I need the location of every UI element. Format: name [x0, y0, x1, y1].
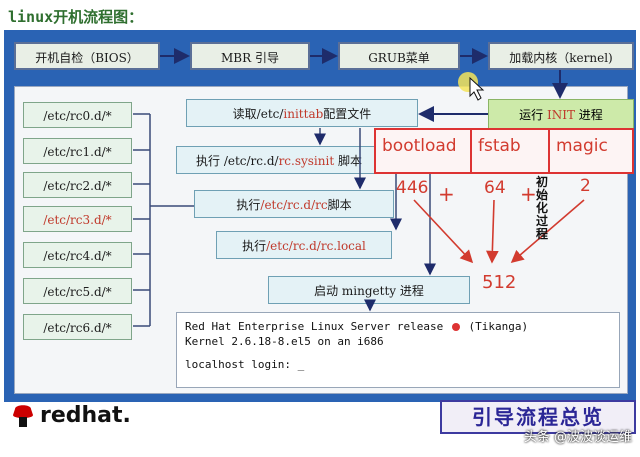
rc-dir-item: /etc/rc1.d/* — [23, 138, 132, 164]
step-text: 执行 /etc/rc.d/ — [196, 154, 279, 168]
number-64: 64 — [484, 178, 506, 198]
step-highlight: inittab — [283, 107, 324, 121]
table-cell: fstab — [472, 130, 550, 172]
redhat-logo: redhat. — [10, 400, 131, 430]
step-highlight: /etc/rc.d/rc.local — [266, 239, 366, 253]
shadowman-icon — [13, 405, 33, 427]
table-cell: bootload — [376, 130, 472, 172]
rc-dir-item: /etc/rc2.d/* — [23, 172, 132, 198]
step-highlight: /etc/rc.d/rc — [260, 198, 328, 212]
rc-dir-item: /etc/rc5.d/* — [23, 278, 132, 304]
step-highlight: rc.sysinit — [278, 154, 335, 168]
rc-dir-item-highlighted: /etc/rc3.d/* — [23, 206, 132, 232]
init-process-box: 运行 INIT 进程 — [488, 99, 634, 129]
init-text: 运行 — [519, 108, 547, 122]
rc-dir-item: /etc/rc6.d/* — [23, 314, 132, 340]
grub-box: GRUB菜单 — [338, 42, 460, 70]
terminal-line: Kernel 2.6.18-8.el5 on an i686 — [185, 335, 384, 348]
plus-sign: + — [438, 182, 455, 206]
rc-dir-item: /etc/rc4.d/* — [23, 242, 132, 268]
plus-sign: + — [520, 182, 537, 206]
terminal-text: Red Hat Enterprise Linux Server release — [185, 320, 450, 333]
init-note: 初始化过程 — [536, 175, 549, 241]
table-cell: magic — [556, 136, 608, 156]
number-2: 2 — [580, 176, 591, 196]
record-dot-icon — [451, 323, 460, 331]
login-terminal: Red Hat Enterprise Linux Server release … — [176, 312, 620, 388]
logo-text: redhat. — [40, 402, 131, 428]
sysinit-step: 执行 /etc/rc.d/rc.sysinit 脚本 — [176, 146, 382, 174]
rc-script-step: 执行/etc/rc.d/rc脚本 — [194, 190, 394, 218]
number-446: 446 — [396, 178, 429, 198]
slide-title: 引导流程总览 — [440, 400, 636, 434]
mingetty-step: 启动 mingetty 进程 — [268, 276, 470, 304]
rc-dir-item: /etc/rc0.d/* — [23, 102, 132, 128]
mbr-box: MBR 引导 — [190, 42, 310, 70]
init-text: 进程 — [574, 108, 603, 122]
page-title: linux开机流程图： — [8, 8, 144, 26]
terminal-text: (Tikanga) — [461, 320, 529, 333]
step-text: 脚本 — [327, 198, 352, 212]
rc-local-step: 执行/etc/rc.d/rc.local — [216, 231, 392, 259]
step-text: 执行 — [236, 198, 261, 212]
step-text: 配置文件 — [323, 107, 372, 121]
step-text: 脚本 — [334, 154, 362, 168]
watermark: 头条 @波波谈运维 — [523, 430, 632, 445]
kernel-box: 加载内核（kernel) — [488, 42, 634, 70]
step-text: 执行 — [242, 239, 267, 253]
terminal-login-line: localhost login: _ — [185, 358, 305, 371]
step-text: 读取/etc/ — [232, 107, 284, 121]
terminal-line: Red Hat Enterprise Linux Server release … — [185, 319, 611, 334]
read-inittab-step: 读取/etc/inittab配置文件 — [186, 99, 418, 127]
init-highlight: INIT — [547, 108, 575, 122]
mbr-partition-table: bootload fstab magic — [374, 128, 634, 174]
number-512: 512 — [482, 272, 517, 293]
bios-box: 开机自检（BIOS） — [14, 42, 160, 70]
